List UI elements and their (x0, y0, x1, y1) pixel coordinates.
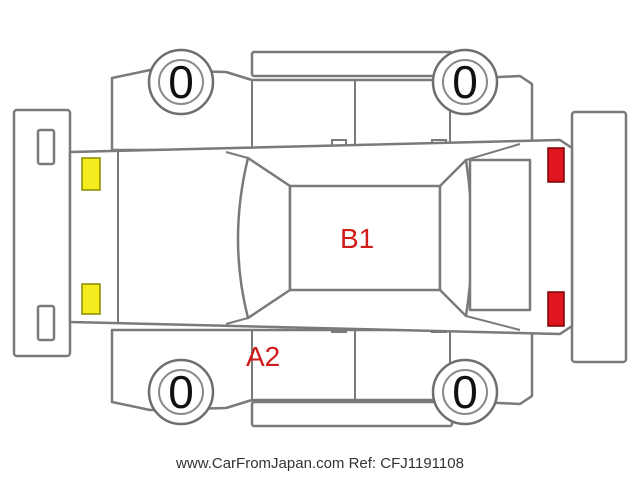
rear-lights (547, 147, 565, 327)
tire-front-left: 0 (147, 48, 215, 116)
top-view-body (68, 138, 574, 336)
front-bumper (12, 108, 72, 358)
tire-rear-left-value: 0 (452, 56, 478, 108)
tire-rear-right: 0 (431, 358, 499, 426)
tire-front-left-value: 0 (168, 56, 194, 108)
front-lights (81, 157, 101, 315)
damage-code-door: A2 (246, 341, 280, 372)
damage-code-roof: B1 (340, 223, 374, 254)
front-light-bottom (81, 283, 101, 315)
tire-rear-left: 0 (431, 48, 499, 116)
tire-front-right-value: 0 (168, 366, 194, 418)
rear-bumper (570, 110, 628, 364)
tire-rear-right-value: 0 (452, 366, 478, 418)
footer-reference: www.CarFromJapan.com Ref: CFJ1191108 (176, 455, 464, 472)
rear-light-bottom (547, 291, 565, 327)
tire-front-right: 0 (147, 358, 215, 426)
front-light-top (81, 157, 101, 191)
rear-light-top (547, 147, 565, 183)
